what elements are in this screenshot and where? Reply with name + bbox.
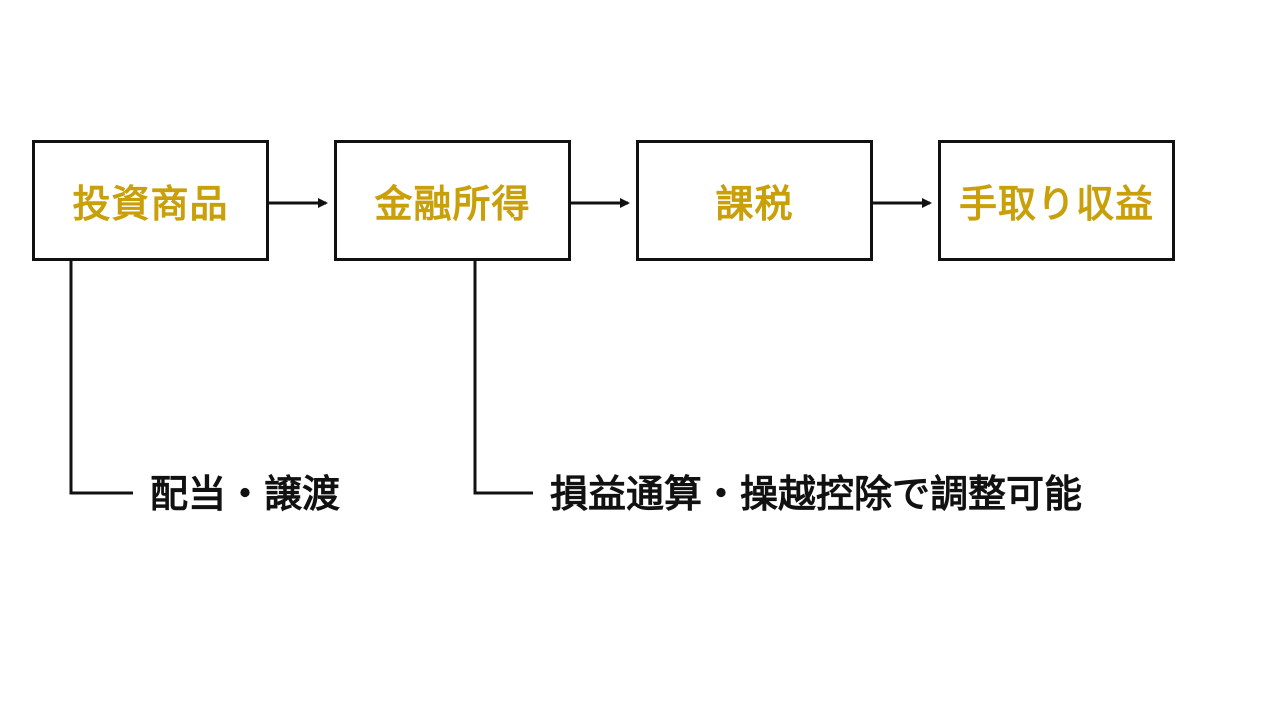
bracket-line-1 (69, 261, 133, 495)
step-label: 投資商品 (72, 182, 229, 226)
step-box-financial-income: 金融所得 (334, 140, 571, 261)
step-box-taxation: 課税 (636, 140, 873, 261)
step-label: 課税 (715, 182, 794, 226)
step-box-investment-product: 投資商品 (32, 140, 269, 261)
step-box-net-return: 手取り収益 (938, 140, 1175, 261)
step-label: 金融所得 (374, 182, 531, 226)
step-label: 手取り収益 (958, 182, 1154, 226)
note-loss-offset: 損益通算・操越控除で調整可能 (550, 472, 1083, 516)
bracket-line-2 (473, 261, 533, 495)
note-dividend-transfer: 配当・譲渡 (150, 472, 341, 516)
